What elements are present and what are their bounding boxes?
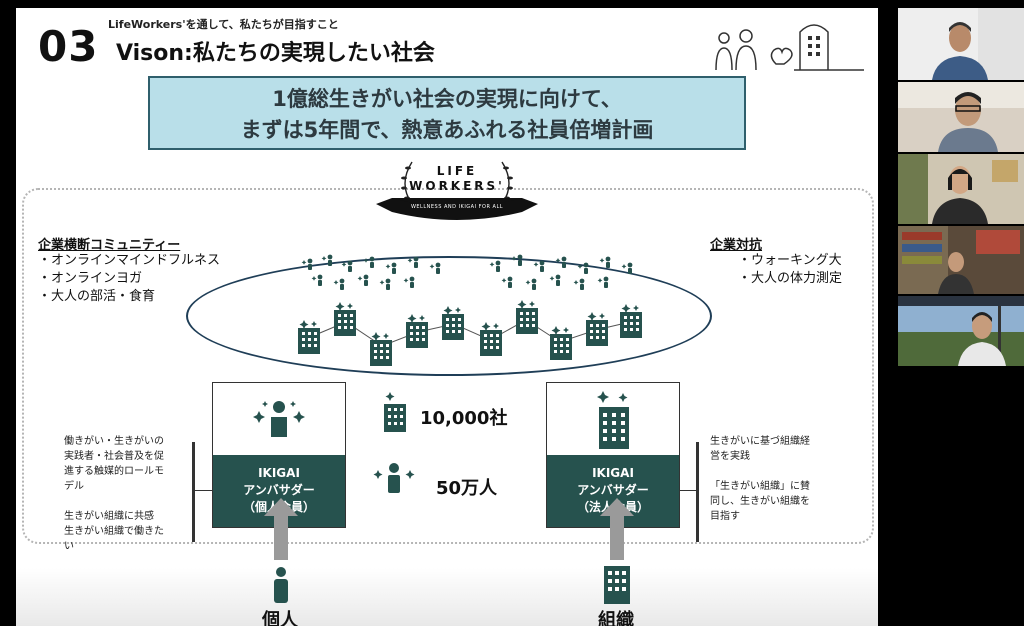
participant-video-5[interactable] xyxy=(898,296,1024,366)
vision-banner: 1億総生きがい社会の実現に向けて、 まずは5年間で、熱意あふれる社員倍増計画 xyxy=(148,76,746,150)
list-item: ・オンラインヨガ xyxy=(38,271,143,286)
left-connector xyxy=(194,490,212,491)
logo-line-1: LIFE xyxy=(436,164,478,178)
slide-subtitle: LifeWorkers'を通して、私たちが目指すこと xyxy=(108,18,339,31)
lifeworkers-logo: LIFE WORKERS' WELLNESS AND IKIGAI FOR AL… xyxy=(372,154,542,232)
note-line: 「生きがい組織」に賛 xyxy=(710,481,810,492)
individual-label: 個人 xyxy=(262,610,298,626)
participant-video-3[interactable] xyxy=(898,154,1024,224)
left-bracket xyxy=(192,442,195,542)
bottom-fade xyxy=(16,568,878,626)
participant-video-4[interactable] xyxy=(898,226,1024,294)
people-count: 50万人 xyxy=(436,478,498,499)
individual-ambassador-box: IKIGAI アンバサダー （個人会員） xyxy=(212,382,346,528)
note-line: 目指す xyxy=(710,511,740,522)
right-section-heading: 企業対抗 xyxy=(710,238,763,253)
list-item: ・大人の体力測定 xyxy=(738,271,843,286)
note-line: 同し、生きがい組織を xyxy=(710,496,810,507)
community-ellipse xyxy=(186,256,712,376)
shared-slide: 03 LifeWorkers'を通して、私たちが目指すこと Vison:私たちの… xyxy=(16,8,878,626)
company-network-icon xyxy=(298,254,642,366)
person-sparkle-icon xyxy=(373,463,415,493)
list-item: ・オンラインマインドフルネス xyxy=(38,253,221,268)
organization-label: 組織 xyxy=(598,610,634,626)
person-sparkle-icon xyxy=(253,401,305,437)
note-line: 生きがい組織で働きた xyxy=(64,526,164,537)
right-connector xyxy=(680,490,696,491)
logo-line-2: WORKERS' xyxy=(409,179,505,193)
participant-video-1[interactable] xyxy=(898,8,1024,80)
person-icon xyxy=(274,567,288,603)
building-icon xyxy=(384,392,406,432)
left-section-heading: 企業横断コミュニティー xyxy=(38,238,181,253)
left-notes: 働きがい・生きがいの 実践者・社会普及を促 進する触媒的ロールモ デル 生きがい… xyxy=(64,434,164,554)
right-bracket xyxy=(696,442,699,542)
note-line: 営を実践 xyxy=(710,451,750,462)
note-line: 働きがい・生きがいの xyxy=(64,436,164,447)
logo-ribbon-text: WELLNESS AND IKIGAI FOR ALL xyxy=(410,204,504,210)
slide-number: 03 xyxy=(38,22,99,71)
building-sparkle-icon xyxy=(597,391,629,449)
decorative-people-heart-building-icon xyxy=(715,24,864,71)
up-arrow-icon xyxy=(264,498,298,560)
note-line: い xyxy=(64,541,74,552)
box-line: アンバサダー xyxy=(243,483,315,497)
box-line: アンバサダー xyxy=(577,483,649,497)
companies-count: 10,000社 xyxy=(420,408,508,429)
banner-line-2: まずは5年間で、熱意あふれる社員倍増計画 xyxy=(240,118,654,142)
note-line: 生きがいに基づ組織経 xyxy=(710,436,810,447)
list-item: ・大人の部活・食育 xyxy=(38,289,156,304)
list-item: ・ウォーキング大 xyxy=(738,253,842,268)
note-line: デル xyxy=(64,481,84,492)
participant-video-2[interactable] xyxy=(898,82,1024,152)
dotted-frame xyxy=(22,188,874,544)
right-notes: 生きがいに基づ組織経 営を実践 「生きがい組織」に賛 同し、生きがい組織を 目指… xyxy=(710,434,810,524)
note-line: 進する触媒的ロールモ xyxy=(64,466,164,477)
banner-line-1: 1億総生きがい社会の実現に向けて、 xyxy=(272,87,622,111)
right-section-list: ・ウォーキング大 ・大人の体力測定 xyxy=(738,252,842,288)
left-section-list: ・オンラインマインドフルネス ・オンラインヨガ ・大人の部活・食育 xyxy=(38,252,220,306)
box-line: IKIGAI xyxy=(592,466,634,480)
building-icon xyxy=(604,566,630,604)
note-line: 生きがい組織に共感 xyxy=(64,511,154,522)
up-arrow-icon xyxy=(600,498,634,560)
box-line: IKIGAI xyxy=(258,466,300,480)
slide-title: Vison:私たちの実現したい社会 xyxy=(116,41,435,66)
note-line: 実践者・社会普及を促 xyxy=(64,451,164,462)
